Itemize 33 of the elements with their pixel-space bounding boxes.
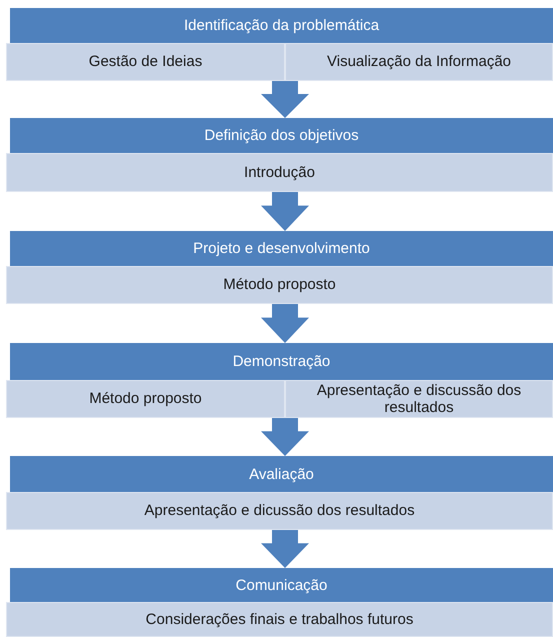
stage-header <box>10 231 553 266</box>
section-label: Considerações finais e trabalhos futuros <box>144 610 414 628</box>
content-box <box>6 380 285 418</box>
stage-header <box>10 456 553 492</box>
block-arrow <box>261 418 309 456</box>
section-label: Visualização da Informação <box>326 53 512 71</box>
content-box <box>6 153 553 192</box>
block-arrow <box>261 530 309 568</box>
block-arrow <box>261 192 309 231</box>
stage-title: Projeto e desenvolvimento <box>192 240 371 257</box>
section-label: Apresentação e discussão dos resultados <box>316 382 522 416</box>
section-label: Introdução <box>243 164 316 182</box>
content-box <box>285 43 553 81</box>
stage-title: Identificação da problemática <box>182 17 380 34</box>
content-box <box>6 492 553 530</box>
content-box <box>6 602 553 637</box>
section-label: Método proposto <box>222 276 337 294</box>
block-arrow <box>261 304 309 343</box>
section-label: Método proposto <box>88 390 203 408</box>
stage-header <box>10 568 553 602</box>
section-label: Apresentação e dicussão dos resultados <box>143 502 416 520</box>
block-arrow <box>261 81 309 118</box>
content-box <box>285 380 553 418</box>
content-box <box>6 43 285 81</box>
stage-header <box>10 8 553 43</box>
stage-title: Demonstração <box>232 353 332 370</box>
stage-header <box>10 118 553 153</box>
content-box <box>6 266 553 304</box>
stage-title: Comunicação <box>234 576 328 594</box>
stage-header <box>10 343 553 380</box>
stage-title: Avaliação <box>248 466 315 482</box>
stage-title: Definição dos objetivos <box>203 127 360 144</box>
section-label: Gestão de Ideias <box>88 53 204 71</box>
